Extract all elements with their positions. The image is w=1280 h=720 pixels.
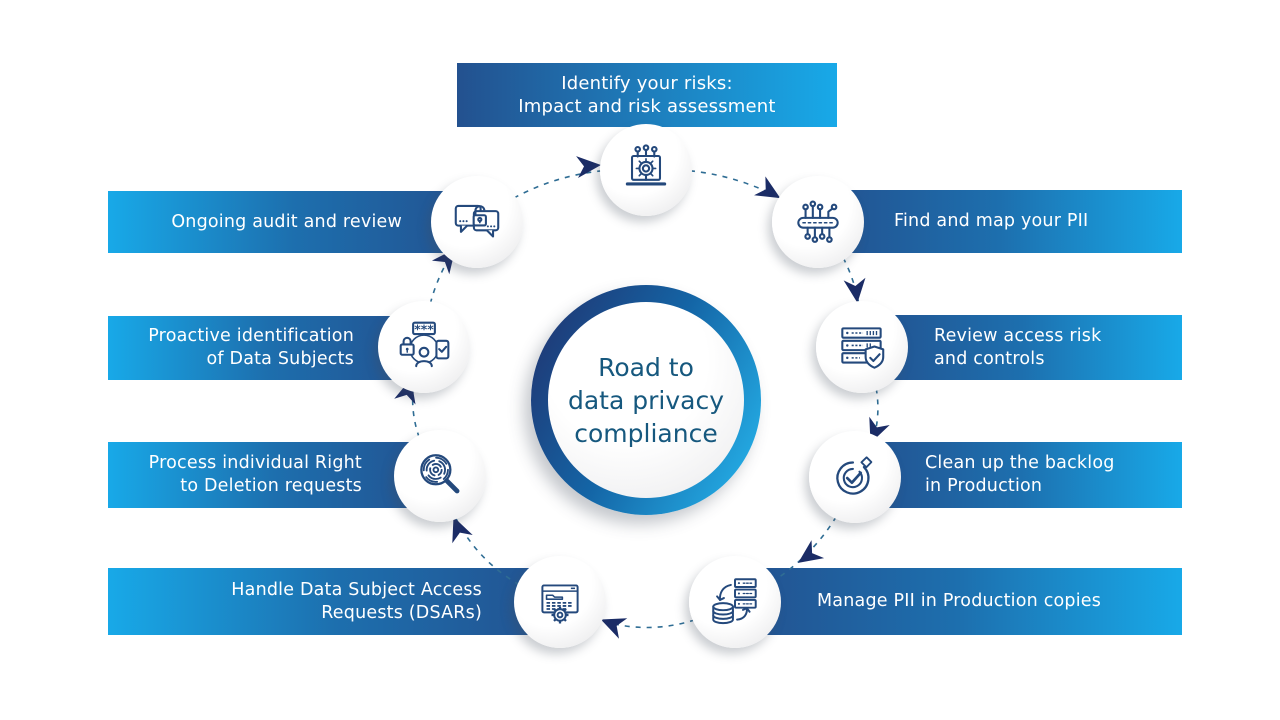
- banner-handle-dsars: Handle Data Subject Access Requests (DSA…: [108, 568, 562, 635]
- banner-label-line: Requests (DSARs): [321, 602, 482, 623]
- banner-label-line: to Deletion requests: [180, 476, 362, 496]
- svg-text:***: ***: [414, 321, 434, 336]
- flow-arrow-chevron: [798, 540, 825, 563]
- chat-lock-icon: [454, 204, 500, 238]
- banner-manage-pii-copies: Manage PII in Production copies: [735, 568, 1182, 635]
- center-circle: Road to data privacy compliance: [531, 285, 761, 515]
- banner-proactive-identification: Proactive identification of Data Subject…: [108, 316, 424, 380]
- banner-label-line: Proactive identification: [148, 326, 354, 346]
- icon-node-find-map-pii: [772, 176, 864, 268]
- icon-node-handle-dsars: [514, 556, 606, 648]
- flow-arrow-chevron: [754, 176, 781, 199]
- flow-arrow-chevron: [843, 277, 866, 303]
- diagram-title-line: Road to: [598, 352, 694, 382]
- target-check-icon: [836, 456, 873, 495]
- banner-label-line: Manage PII in Production copies: [817, 591, 1102, 611]
- diagram-title-line: data privacy: [567, 385, 724, 415]
- banner-label-line: and controls: [934, 348, 1045, 369]
- database-copy-icon: [712, 578, 757, 625]
- banner-label-line: Find and map your PII: [894, 211, 1089, 231]
- server-shield-icon: [841, 327, 885, 369]
- icon-node-manage-pii-copies: [689, 556, 781, 648]
- banner-review-access: Review access risk and controls: [862, 315, 1182, 380]
- banner-label-line: Ongoing audit and review: [171, 211, 402, 232]
- icon-node-ongoing-audit: [431, 176, 523, 268]
- banner-right-to-deletion: Process individual Right to Deletion req…: [108, 442, 440, 508]
- banner-clean-backlog: Clean up the backlog in Production: [855, 442, 1182, 508]
- icon-node-proactive-identification: ***: [378, 301, 470, 393]
- center-circle-inner: Road to data privacy compliance: [548, 302, 744, 498]
- fingerprint-search-icon: [420, 454, 460, 494]
- banner-identify-risks: Identify your risks: Impact and risk ass…: [457, 63, 837, 127]
- banner-label-line: Review access risk: [934, 325, 1102, 346]
- icon-node-review-access: [816, 301, 908, 393]
- icon-node-identify-risks: [600, 124, 692, 216]
- document-gear-icon: [541, 584, 579, 624]
- flow-arrow-chevron: [452, 516, 473, 544]
- flow-arrow-chevron: [600, 618, 628, 639]
- banner-label-line: Impact and risk assessment: [518, 96, 776, 117]
- banner-label-line: of Data Subjects: [206, 349, 354, 369]
- flow-dash-segment: [411, 346, 441, 477]
- laptop-scan-icon: [625, 144, 667, 186]
- icon-node-right-to-deletion: [394, 430, 486, 522]
- banner-find-map-pii: Find and map your PII: [818, 190, 1182, 253]
- data-mapping-icon: [797, 200, 839, 243]
- icon-node-clean-backlog: [809, 431, 901, 523]
- banner-ongoing-audit: Ongoing audit and review: [108, 191, 478, 253]
- flow-dash-segment: [854, 346, 879, 478]
- banner-label-line: Identify your risks:: [561, 73, 733, 94]
- banner-label-line: Process individual Right: [148, 453, 362, 473]
- banner-label-line: Handle Data Subject Access: [231, 579, 482, 600]
- flow-arrow-chevron: [576, 156, 601, 179]
- diagram-title-line: compliance: [574, 418, 718, 448]
- diagram-title: Road to data privacy compliance: [568, 351, 724, 450]
- banner-label-line: Clean up the backlog: [925, 453, 1115, 473]
- identity-verification-icon: ***: [399, 321, 450, 368]
- banner-label-line: in Production: [925, 476, 1043, 496]
